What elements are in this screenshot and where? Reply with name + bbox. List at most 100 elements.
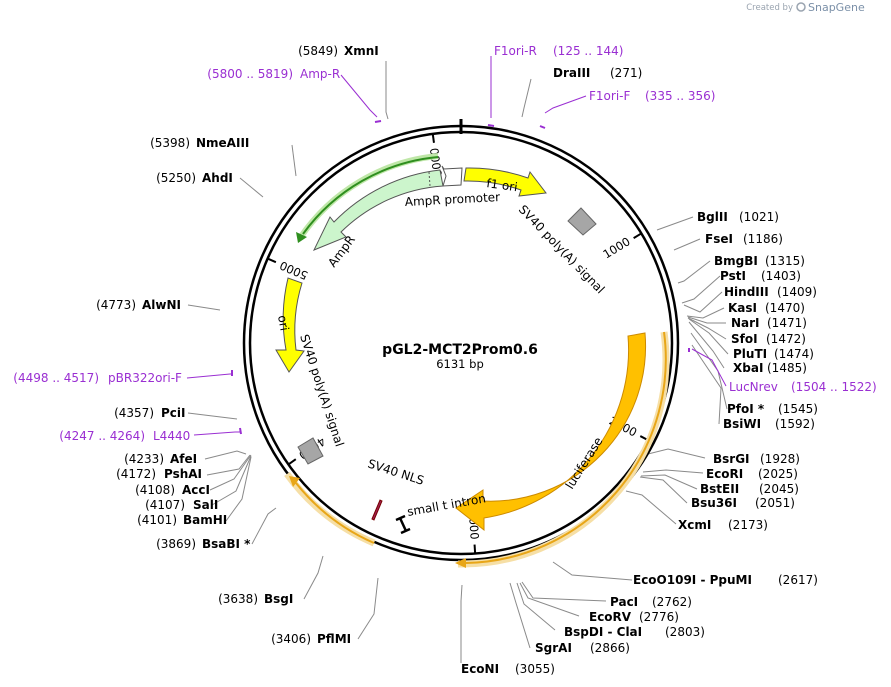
primer-name: pBR322ori-F	[108, 371, 182, 385]
site-pfoi[interactable]: PfoI * (1545)	[727, 402, 818, 416]
primer-amp-r[interactable]: (5800 .. 5819) Amp-R	[207, 67, 340, 81]
site-pos: (3406)	[271, 632, 311, 646]
site-pluti[interactable]: PluTI (1474)	[733, 347, 814, 361]
feature-sv40-polya-1	[567, 207, 597, 236]
site-bsiwi[interactable]: BsiWI (1592)	[723, 417, 815, 431]
site-name: PciI	[161, 406, 186, 420]
site-name: PflMI	[317, 632, 351, 646]
feature-label-sv40-polya-2: SV40 poly(A) signal	[297, 333, 347, 449]
primer-pbr322ori-f[interactable]: (4498 .. 4517) pBR322ori-F	[13, 371, 182, 385]
site-name: EcoRV	[589, 610, 632, 624]
site-bmgbi[interactable]: BmgBI (1315)	[714, 254, 805, 268]
site-bspdi-clai[interactable]: BspDI - ClaI (2803)	[564, 625, 705, 639]
luciferase-outer-arc	[465, 331, 667, 564]
site-ecoo109i-ppumi[interactable]: EcoO109I - PpuMI (2617)	[633, 573, 818, 587]
site-pos: (4108)	[135, 483, 175, 497]
scale-tick	[431, 133, 435, 143]
site-pos: (2173)	[728, 518, 768, 532]
primer-name: Amp-R	[300, 67, 340, 81]
site-pos: (3055)	[515, 662, 555, 676]
site-bsgi[interactable]: (3638) BsgI	[218, 592, 293, 606]
site-bamhi[interactable]: (4101) BamHI	[137, 513, 227, 527]
site-ecorv[interactable]: EcoRV (2776)	[589, 610, 679, 624]
site-pos: (2776)	[639, 610, 679, 624]
site-ahdi[interactable]: (5250) AhdI	[156, 171, 233, 185]
site-pos: (2051)	[755, 496, 795, 510]
site-pshai[interactable]: (4172) PshAI	[116, 467, 202, 481]
site-xmni[interactable]: (5849) XmnI	[298, 44, 379, 58]
site-paci[interactable]: PacI (2762)	[610, 595, 692, 609]
sv40-outer-arc	[295, 482, 375, 544]
site-xcmi[interactable]: XcmI (2173)	[678, 518, 768, 532]
feature-label-ori: ori	[275, 314, 291, 332]
site-bglii[interactable]: BglII (1021)	[697, 210, 779, 224]
site-pcii[interactable]: (4357) PciI	[114, 406, 185, 420]
site-pflmi[interactable]: (3406) PflMI	[271, 632, 351, 646]
site-econi[interactable]: EcoNI (3055)	[461, 662, 555, 676]
scale-tick	[473, 544, 477, 554]
snapgene-logo-icon	[796, 2, 806, 12]
site-afei[interactable]: (4233) AfeI	[124, 452, 197, 466]
site-kasi[interactable]: KasI (1470)	[728, 301, 805, 315]
site-nari[interactable]: NarI (1471)	[731, 316, 807, 330]
primer-marker-l4440	[239, 427, 242, 435]
site-name: HindIII	[724, 285, 769, 299]
site-name: BsiWI	[723, 417, 761, 431]
primer-lucnrev[interactable]: LucNrev (1504 .. 1522)	[729, 380, 877, 394]
site-hindiii[interactable]: HindIII (1409)	[724, 285, 817, 299]
site-bsu36i[interactable]: Bsu36I (2051)	[691, 496, 795, 510]
site-name: BglII	[697, 210, 728, 224]
site-name: NmeAIII	[196, 136, 249, 150]
site-pos: (3869)	[156, 537, 196, 551]
scale-tick-label: 1000	[600, 234, 632, 261]
site-bsrgi[interactable]: BsrGI (1928)	[713, 452, 800, 466]
site-pos: (4172)	[116, 467, 156, 481]
site-name: PfoI *	[727, 402, 765, 416]
site-name: AhdI	[202, 171, 233, 185]
site-acci[interactable]: (4108) AccI	[135, 483, 210, 497]
feature-label-luciferase: luciferase	[563, 435, 606, 492]
site-sfoi[interactable]: SfoI (1472)	[731, 332, 806, 346]
primer-f1ori-r[interactable]: F1ori-R (125 .. 144)	[494, 44, 623, 58]
site-fsei[interactable]: FseI (1186)	[705, 232, 783, 246]
site-pos: (4773)	[96, 298, 136, 312]
site-nmeaiii[interactable]: (5398) NmeAIII	[150, 136, 249, 150]
site-alwni[interactable]: (4773) AlwNI	[96, 298, 181, 312]
feature-ori	[275, 277, 305, 373]
site-pos: (4107)	[145, 498, 185, 512]
primer-l4440[interactable]: (4247 .. 4264) L4440	[59, 429, 190, 443]
plasmid-length: 6131 bp	[436, 357, 484, 371]
site-psti[interactable]: PstI (1403)	[720, 269, 801, 283]
site-sgrai[interactable]: SgrAI (2866)	[535, 641, 630, 655]
site-ecori[interactable]: EcoRI (2025)	[706, 467, 798, 481]
primer-marker-amp-r	[374, 120, 382, 123]
site-pos: (1545)	[778, 402, 818, 416]
site-pos: (1470)	[765, 301, 805, 315]
site-sali[interactable]: (4107) SalI	[145, 498, 218, 512]
site-xbai[interactable]: XbaI (1485)	[733, 361, 807, 375]
feature-small-t-intron	[395, 514, 411, 535]
site-bsteii[interactable]: BstEII (2045)	[700, 482, 799, 496]
site-name: SfoI	[731, 332, 758, 346]
feature-label-sv40-polya-1: SV40 poly(A) signal	[516, 202, 607, 296]
site-name: BsaBI *	[202, 537, 251, 551]
site-pos: (4357)	[114, 406, 154, 420]
site-pos: (4101)	[137, 513, 177, 527]
scale-tick	[267, 257, 277, 264]
site-draiii[interactable]: DraIII (271)	[553, 66, 642, 80]
primer-f1ori-f[interactable]: F1ori-F (335 .. 356)	[589, 89, 715, 103]
primer-leader-lines	[186, 56, 727, 436]
site-pos: (2803)	[665, 625, 705, 639]
primer-range: (5800 .. 5819)	[207, 67, 293, 81]
site-name: FseI	[705, 232, 733, 246]
site-name: AccI	[182, 483, 210, 497]
site-name: Bsu36I	[691, 496, 737, 510]
site-bsabi[interactable]: (3869) BsaBI *	[156, 537, 251, 551]
primer-name: L4440	[153, 429, 190, 443]
plasmid-name: pGL2-MCT2Prom0.6	[382, 342, 538, 358]
primer-marker-f1ori-f	[539, 125, 546, 129]
site-name: AfeI	[170, 452, 197, 466]
site-name: DraIII	[553, 66, 590, 80]
site-pos: (5398)	[150, 136, 190, 150]
site-name: SgrAI	[535, 641, 572, 655]
